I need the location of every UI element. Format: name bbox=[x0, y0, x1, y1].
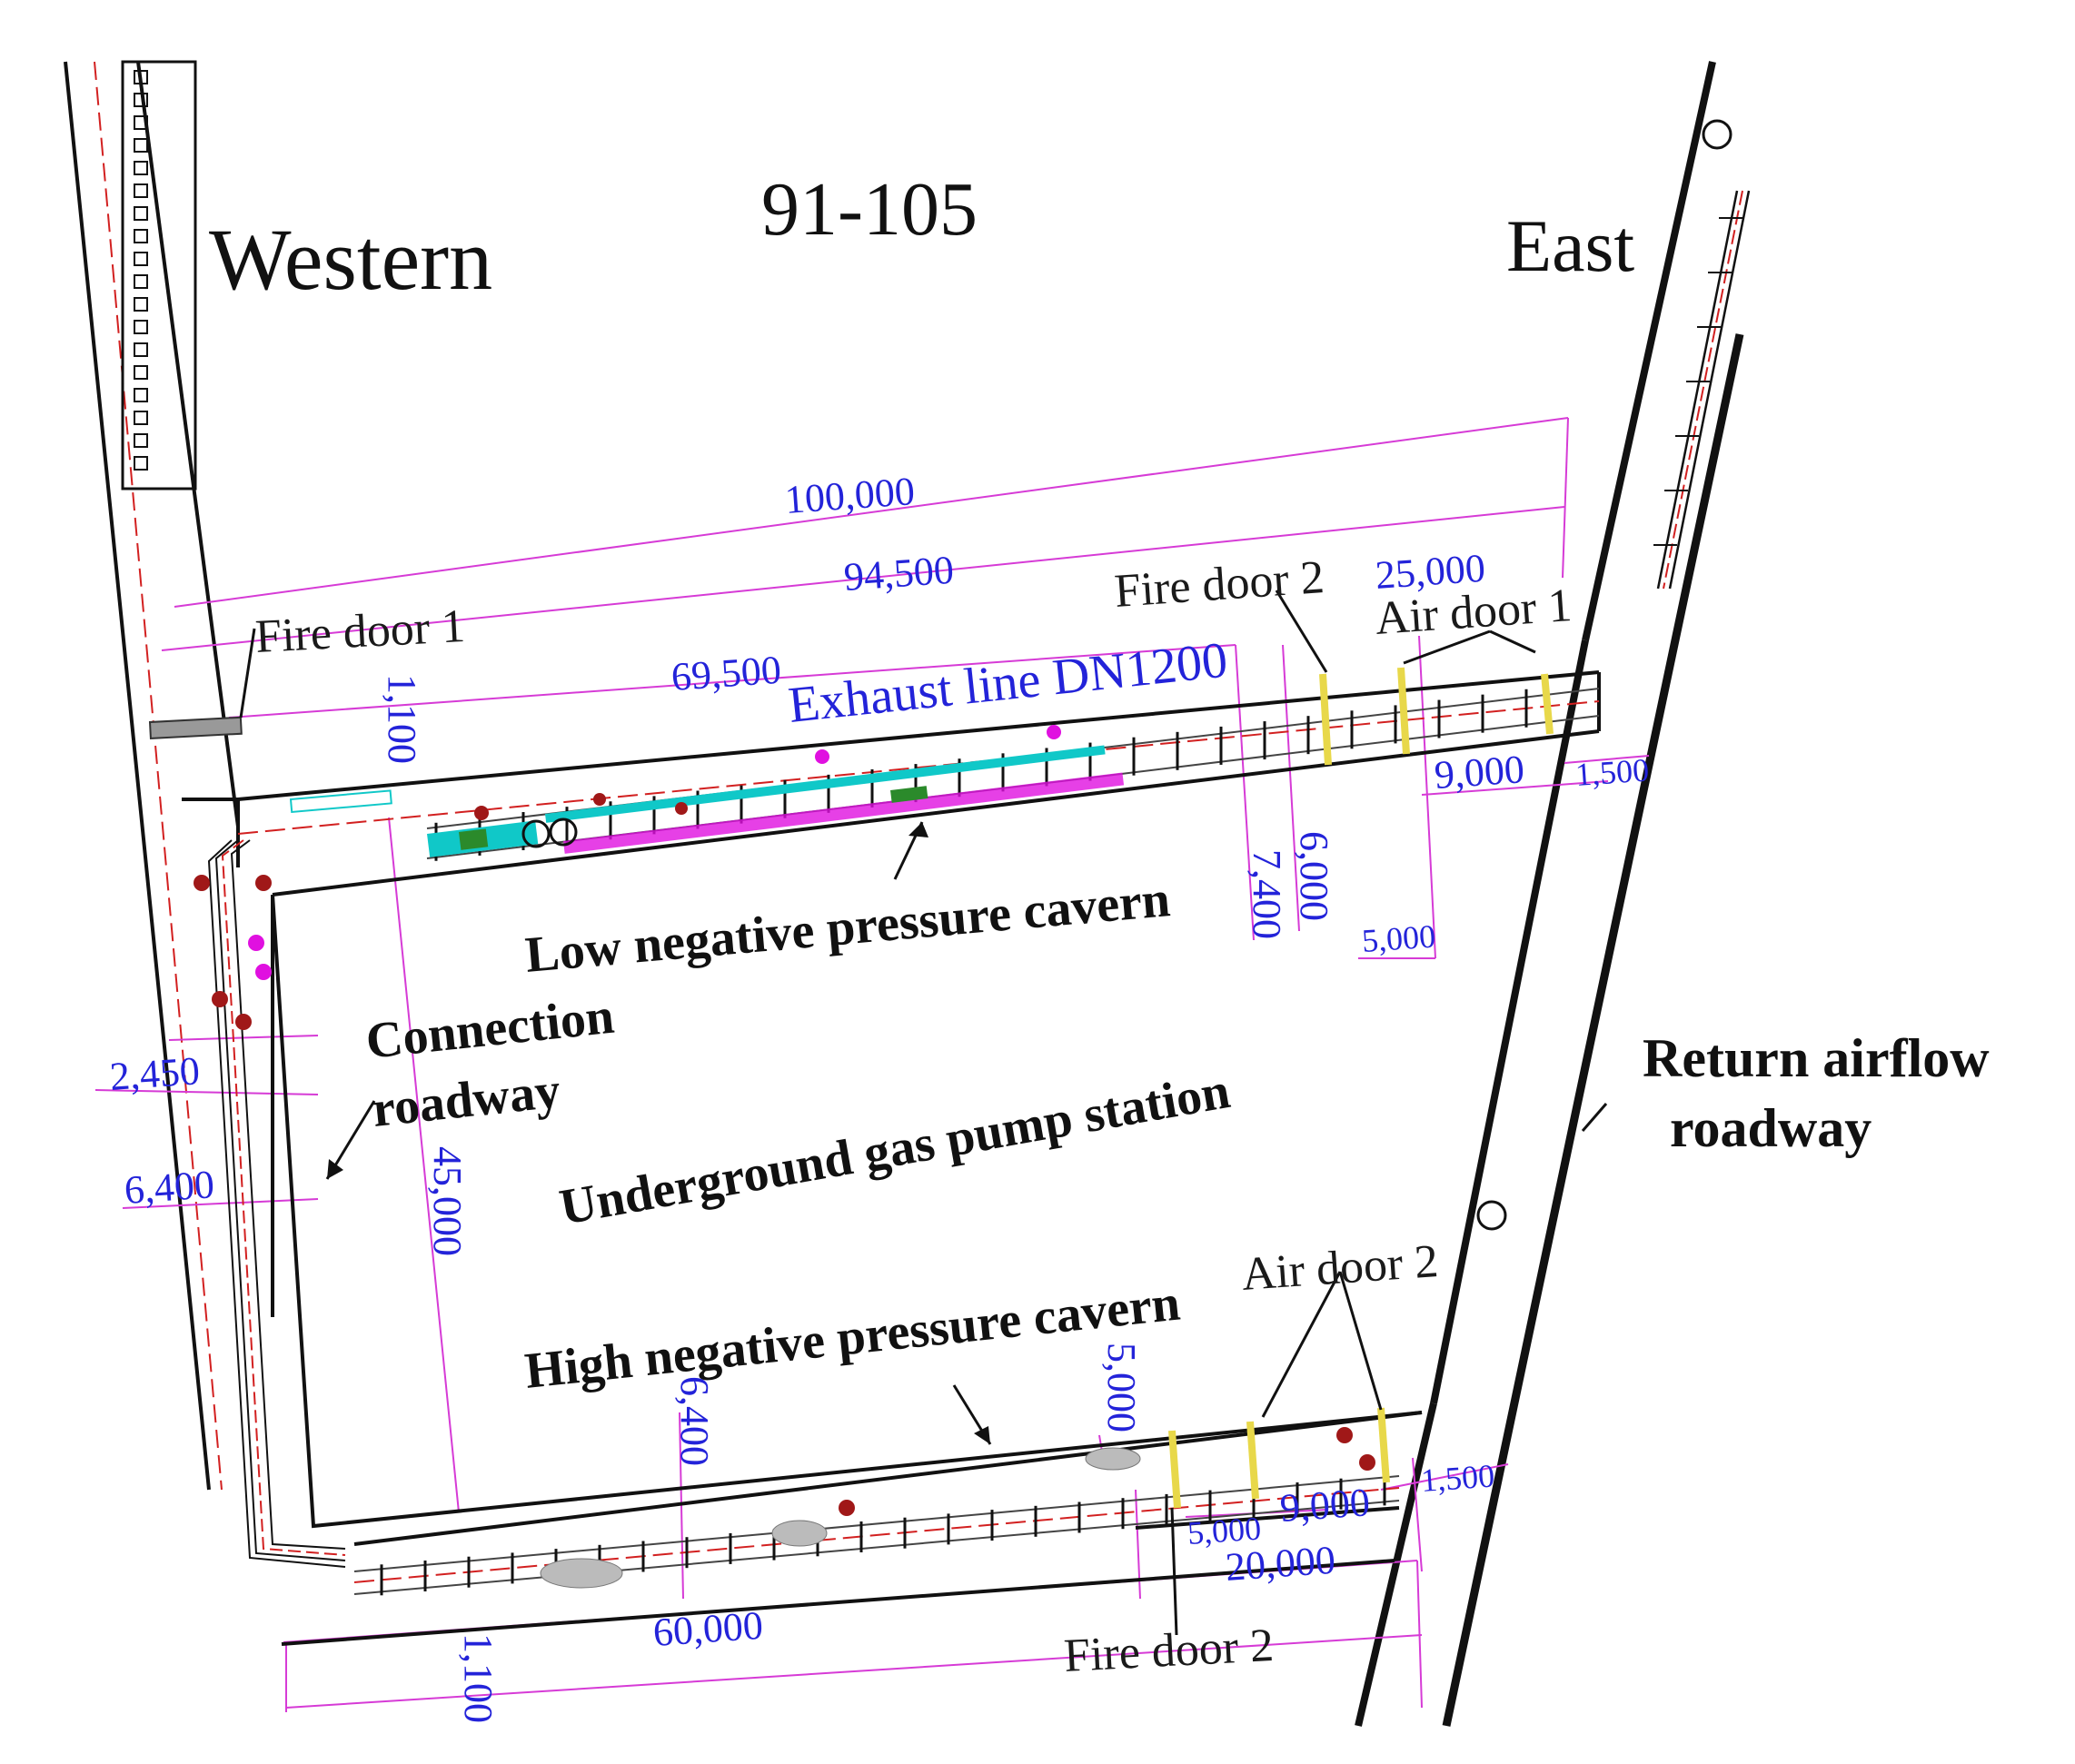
rack-cell bbox=[134, 320, 148, 334]
dim-1100-top: 1,100 bbox=[380, 674, 424, 764]
rack-cell bbox=[134, 70, 148, 84]
survey-point-marker bbox=[1476, 1200, 1507, 1231]
dim-1500-bottom: 1,500 bbox=[1420, 1457, 1496, 1499]
east-label: East bbox=[1506, 204, 1634, 287]
rack-cell bbox=[134, 365, 148, 380]
dim-5000-bottom: 5,000 bbox=[1186, 1510, 1263, 1551]
dim-20000: 20,000 bbox=[1224, 1538, 1336, 1590]
rack-cell bbox=[134, 388, 148, 402]
connection-roadway-label: roadway bbox=[370, 1063, 563, 1138]
rack-cell bbox=[134, 93, 148, 107]
air-door-2-bar-a bbox=[1246, 1421, 1259, 1500]
rack-cell bbox=[134, 411, 148, 425]
dim-6000: 6,000 bbox=[1292, 831, 1336, 921]
fire-door-2-bottom-label: Fire door 2 bbox=[1063, 1620, 1276, 1682]
dim-5000-top: 5,000 bbox=[1361, 917, 1437, 959]
rack-cell bbox=[134, 342, 148, 357]
leader-lines bbox=[239, 590, 1608, 1636]
dim-1500-top: 1,500 bbox=[1574, 751, 1651, 793]
high-cavern-equipment bbox=[540, 1427, 1375, 1589]
dim-1100-bottom: 1,100 bbox=[456, 1633, 501, 1723]
dim-6400-left: 6,400 bbox=[123, 1162, 215, 1213]
dim-5000-mid: 5,000 bbox=[1099, 1343, 1144, 1432]
air-door-2-bar-b bbox=[1377, 1407, 1390, 1483]
fire-door-1-label: Fire door 1 bbox=[254, 600, 467, 663]
dim-25000: 25,000 bbox=[1374, 546, 1486, 598]
connection-roadway bbox=[207, 839, 1423, 1646]
high-negative-pressure-cavern bbox=[353, 1411, 1423, 1595]
dim-69500: 69,500 bbox=[670, 648, 782, 699]
western-roadway-cable-rack bbox=[134, 70, 148, 471]
connection-roadway-valves bbox=[194, 875, 272, 1030]
rack-cell bbox=[134, 138, 148, 153]
air-door-2-label: Air door 2 bbox=[1240, 1235, 1440, 1301]
rack-cell bbox=[134, 229, 148, 243]
dim-6400-mid: 6,400 bbox=[672, 1376, 717, 1466]
arrowheads bbox=[327, 822, 990, 1444]
connection-label: Connection bbox=[363, 988, 617, 1070]
rack-cell bbox=[134, 456, 148, 471]
dim-2450: 2,450 bbox=[108, 1048, 201, 1099]
low-cavern-label: Low negative pressure cavern bbox=[523, 871, 1173, 984]
dim-9000-top: 9,000 bbox=[1433, 747, 1525, 798]
dim-60000: 60,000 bbox=[651, 1603, 764, 1655]
dim-7400: 7,400 bbox=[1245, 849, 1289, 939]
pump-station-label: Underground gas pump station bbox=[555, 1063, 1234, 1236]
rack-cell bbox=[134, 297, 148, 312]
rack-cell bbox=[134, 433, 148, 448]
survey-point-marker bbox=[1702, 119, 1732, 150]
dim-100000: 100,000 bbox=[783, 469, 916, 522]
return-roadway-label: roadway bbox=[1670, 1098, 1871, 1158]
rack-cell bbox=[134, 183, 148, 198]
exhaust-line-label: Exhaust line DN1200 bbox=[786, 632, 1230, 734]
rack-cell bbox=[134, 161, 148, 175]
low-cavern-equipment bbox=[427, 725, 1125, 857]
return-airflow-roadway bbox=[1355, 61, 1751, 1727]
low-cavern-pipe-supports bbox=[434, 689, 1528, 861]
fire-door-2-lower-bar bbox=[1168, 1430, 1181, 1509]
rack-cell bbox=[134, 206, 148, 221]
high-cavern-label: High negative pressure cavern bbox=[522, 1275, 1183, 1400]
dim-45000: 45,000 bbox=[425, 1146, 470, 1256]
doors bbox=[1168, 667, 1554, 1509]
dim-9000-bottom: 9,000 bbox=[1278, 1480, 1371, 1531]
return-roadway-rack bbox=[1653, 217, 1742, 546]
fire-door-1-symbol bbox=[148, 716, 243, 740]
fire-door-2-upper-bar bbox=[1319, 673, 1332, 766]
fire-door-2-top-label: Fire door 2 bbox=[1113, 551, 1326, 618]
air-door-1-bar-a bbox=[1397, 667, 1410, 755]
return-airflow-label: Return airflow bbox=[1643, 1028, 1990, 1088]
air-door-1-bar-b bbox=[1541, 673, 1554, 735]
western-roadway bbox=[64, 60, 240, 1491]
area-code-label: 91-105 bbox=[761, 167, 978, 252]
rack-cell bbox=[134, 115, 148, 130]
dim-94500: 94,500 bbox=[842, 548, 955, 600]
rack-cell bbox=[134, 274, 148, 289]
western-label: Western bbox=[209, 211, 492, 308]
rack-cell bbox=[134, 252, 148, 266]
